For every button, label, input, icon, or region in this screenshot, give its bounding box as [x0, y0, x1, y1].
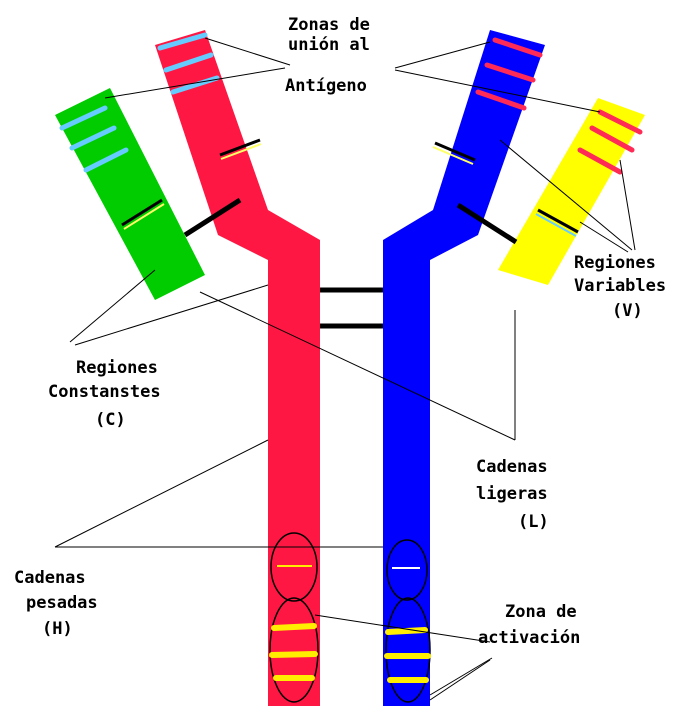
- label-constant-regions: Regiones Constanstes (C): [48, 358, 161, 430]
- label-constant-regions-line-3: (C): [95, 410, 126, 430]
- label-activation-zone-line-2: activación: [478, 628, 580, 648]
- label-variable-regions-line-1: Regiones: [574, 253, 656, 273]
- label-light-chains-line-2: ligeras: [476, 484, 548, 504]
- label-constant-regions-line-2: Constanstes: [48, 382, 161, 402]
- leader-variable-2: [620, 160, 635, 250]
- label-antigen-zone-line-3: Antígeno: [285, 76, 367, 96]
- leader-light-1: [200, 292, 515, 440]
- leader-antigen-1: [205, 38, 290, 65]
- label-activation-zone-line-1: Zona de: [505, 602, 577, 622]
- label-light-chains-line-1: Cadenas: [476, 457, 548, 477]
- label-heavy-chains-line-1: Cadenas: [14, 568, 86, 588]
- activation-band: [274, 626, 314, 628]
- label-constant-regions-line-1: Regiones: [76, 358, 158, 378]
- label-antigen-zone: Zonas de unión al Antígeno: [285, 15, 370, 96]
- leader-activation-2: [430, 660, 490, 700]
- label-heavy-chains-line-3: (H): [42, 619, 73, 639]
- label-antigen-zone-line-2: unión al: [288, 35, 370, 55]
- label-activation-zone: Zona de activación: [478, 602, 580, 648]
- leader-heavy-1: [55, 440, 268, 547]
- label-variable-regions-line-3: (V): [612, 301, 643, 321]
- label-light-chains-line-3: (L): [518, 512, 549, 532]
- leader-antigen-3: [395, 42, 490, 68]
- heavy-chain-left: [155, 30, 320, 706]
- activation-band: [272, 654, 315, 655]
- label-heavy-chains-line-2: pesadas: [26, 593, 98, 613]
- label-variable-regions-line-2: Variables: [574, 276, 666, 296]
- leader-constant-2: [75, 285, 268, 345]
- label-antigen-zone-line-1: Zonas de: [288, 15, 370, 35]
- leader-constant-1: [70, 270, 155, 342]
- label-light-chains: Cadenas ligeras (L): [476, 457, 549, 532]
- leader-activation-3: [430, 658, 492, 695]
- label-heavy-chains: Cadenas pesadas (H): [14, 568, 98, 639]
- label-variable-regions: Regiones Variables (V): [574, 253, 666, 321]
- junction-stripes: [122, 140, 578, 236]
